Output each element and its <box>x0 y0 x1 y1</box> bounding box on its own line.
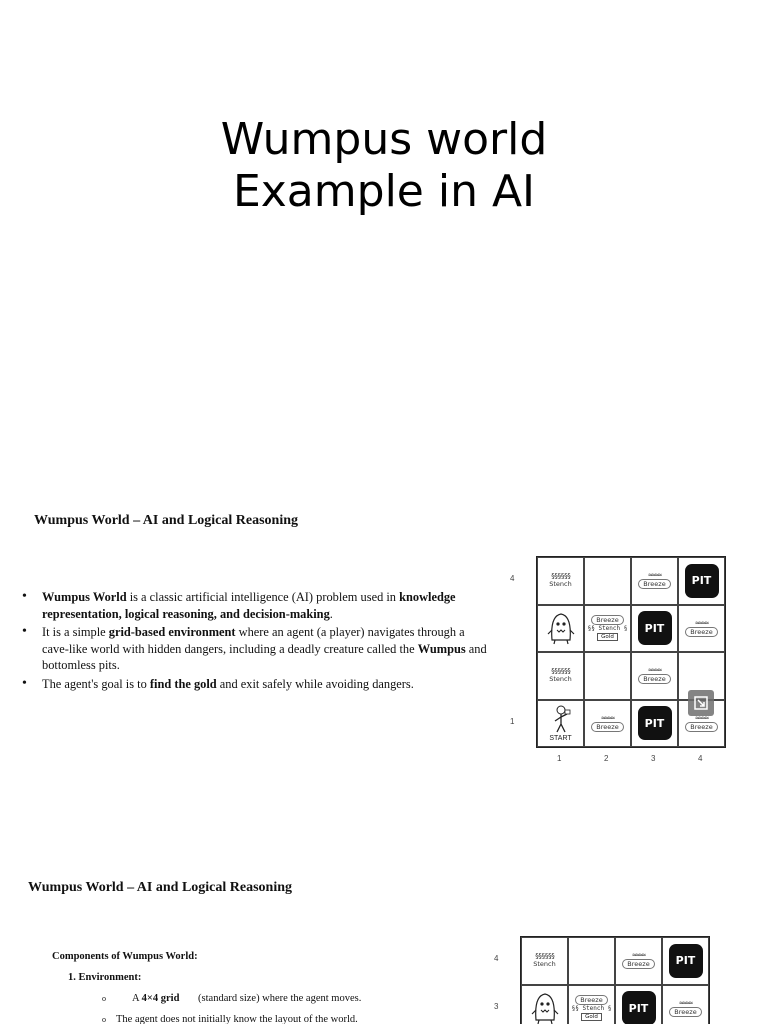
breeze-waves-icon: ≈≈≈≈ <box>695 618 709 627</box>
gold-label: Gold <box>597 633 618 642</box>
stench-marker: §§§§§§Stench <box>545 572 576 589</box>
grid-cell: ≈≈≈≈Breeze <box>631 557 678 605</box>
breeze-waves-icon: ≈≈≈≈ <box>679 998 693 1007</box>
grid-cell <box>568 937 615 985</box>
slide-heading: Wumpus World – AI and Logical Reasoning <box>34 513 299 528</box>
intro-slide: Wumpus World – AI and Logical Reasoning … <box>0 500 768 790</box>
grid-cell: PIT <box>662 937 709 985</box>
col-label: 1 <box>557 754 562 763</box>
breeze-label: Breeze <box>669 1006 702 1017</box>
grid-cell: ≈≈≈≈Breeze <box>631 652 678 700</box>
bullet-item: Wumpus World is a classic artificial int… <box>22 589 492 622</box>
environment-item: 1. Environment: <box>68 972 142 983</box>
breeze-marker: ≈≈≈≈Breeze <box>638 571 671 590</box>
breeze-label: Breeze <box>591 721 624 732</box>
breeze-waves-icon: ≈≈≈≈ <box>632 951 646 960</box>
grid-cell: PIT <box>615 984 662 1024</box>
breeze-label: Breeze <box>638 674 671 685</box>
stench-label: Stench <box>545 580 576 589</box>
breeze-marker: ≈≈≈≈Breeze <box>591 713 624 732</box>
grid-cell: ≈≈≈≈Breeze <box>678 604 725 652</box>
col-label: 3 <box>651 754 656 763</box>
grid-cell <box>584 557 631 605</box>
sub-item-grid: A 4×4 grid (standard size) where the age… <box>52 988 361 1009</box>
grid-cell: PIT <box>631 604 678 652</box>
breeze-label: Breeze <box>685 626 718 637</box>
breeze-waves-icon: ≈≈≈≈ <box>695 713 709 722</box>
breeze-marker: ≈≈≈≈Breeze <box>638 666 671 685</box>
breeze-label: Breeze <box>685 721 718 732</box>
row-label: 4 <box>494 954 499 963</box>
grid-cell: Breeze§§ Stench §Gold <box>568 984 615 1024</box>
stench-waves-icon: §§ Stench § <box>571 1005 612 1013</box>
wumpus-monster-icon <box>547 613 574 645</box>
components-slide: Wumpus World – AI and Logical Reasoning … <box>0 868 768 1024</box>
expand-image-button[interactable] <box>688 690 714 716</box>
row-label: 4 <box>510 574 515 583</box>
breeze-label: Breeze <box>622 959 655 970</box>
grid-cell: Breeze§§ Stench §Gold <box>584 604 631 652</box>
pit-tile: PIT <box>637 706 672 741</box>
breeze-label: Breeze <box>591 615 624 626</box>
gold-label: Gold <box>581 1013 602 1022</box>
breeze-waves-icon: ≈≈≈≈ <box>648 666 662 675</box>
title-slide: Wumpus world Example in AI <box>0 0 768 470</box>
pit-tile: PIT <box>637 611 672 646</box>
grid-cell <box>584 652 631 700</box>
grid-cell: START <box>537 699 584 747</box>
stench-marker: §§§§§§Stench <box>545 667 576 684</box>
grid-cell: §§§§§§Stench <box>537 652 584 700</box>
col-label: 4 <box>698 754 703 763</box>
grid-cell <box>537 604 584 652</box>
breeze-marker: ≈≈≈≈Breeze <box>622 951 655 970</box>
stench-waves-icon: §§§§§§ <box>550 667 571 676</box>
breeze-marker: ≈≈≈≈Breeze <box>669 998 702 1017</box>
wumpus-monster-icon <box>531 993 558 1024</box>
bullet-list: Wumpus World is a classic artificial int… <box>22 589 492 694</box>
expand-icon <box>694 696 708 710</box>
agent-person-icon <box>554 705 570 733</box>
sub-item-layout: The agent does not initially know the la… <box>52 1009 361 1024</box>
breeze-waves-icon: ≈≈≈≈ <box>601 713 615 722</box>
components-title: Components of Wumpus World: <box>52 951 198 962</box>
grid-cell: §§§§§§Stench <box>537 557 584 605</box>
stench-waves-icon: §§ Stench § <box>587 625 628 633</box>
title-line-2: Example in AI <box>232 166 536 217</box>
title-line-1: Wumpus world <box>220 114 548 165</box>
grid-cell: ≈≈≈≈Breeze <box>678 699 725 747</box>
slide-heading: Wumpus World – AI and Logical Reasoning <box>28 880 293 895</box>
pit-tile: PIT <box>621 991 656 1024</box>
stench-waves-icon: §§§§§§ <box>550 572 571 581</box>
grid-cell: §§§§§§Stench <box>521 937 568 985</box>
breeze-label: Breeze <box>575 995 608 1006</box>
breeze-waves-icon: ≈≈≈≈ <box>648 571 662 580</box>
start-label: START <box>549 735 572 743</box>
pit-tile: PIT <box>668 943 703 978</box>
components-list: Components of Wumpus World: 1. Environme… <box>52 946 361 1024</box>
bullet-item: The agent's goal is to find the gold and… <box>22 676 492 693</box>
grid-cell: PIT <box>678 557 725 605</box>
grid-cell: ≈≈≈≈Breeze <box>584 699 631 747</box>
stench-waves-icon: §§§§§§ <box>534 952 555 961</box>
grid-cell: ≈≈≈≈Breeze <box>615 937 662 985</box>
breeze-marker: ≈≈≈≈Breeze <box>685 713 718 732</box>
stench-label: Stench <box>529 960 560 969</box>
grid-cell: PIT <box>631 699 678 747</box>
breeze-marker: ≈≈≈≈Breeze <box>685 618 718 637</box>
breeze-label: Breeze <box>638 579 671 590</box>
stench-marker: §§§§§§Stench <box>529 952 560 969</box>
grid-cell: ≈≈≈≈Breeze <box>662 984 709 1024</box>
slide-title: Wumpus world Example in AI <box>0 114 768 218</box>
col-label: 2 <box>604 754 609 763</box>
grid-cell <box>521 984 568 1024</box>
stench-label: Stench <box>545 675 576 684</box>
pit-tile: PIT <box>684 563 719 598</box>
row-label: 1 <box>510 716 515 726</box>
row-label: 3 <box>494 1001 499 1011</box>
bullet-item: It is a simple grid-based environment wh… <box>22 624 492 674</box>
